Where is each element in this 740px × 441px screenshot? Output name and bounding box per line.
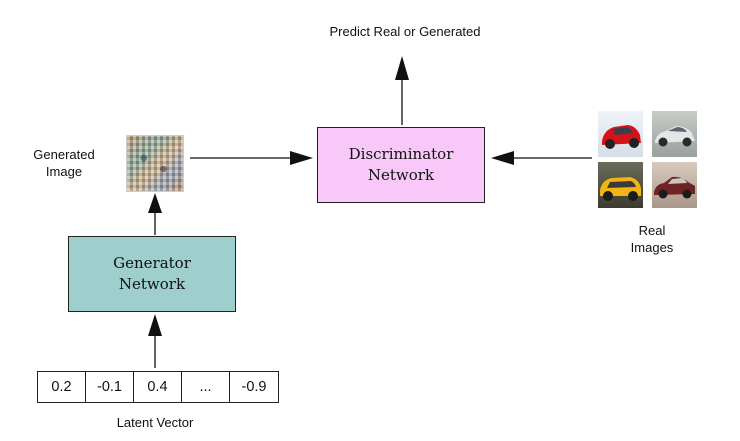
arrowhead-real-to-discriminator [491, 151, 514, 165]
real-images-label: Real Images [630, 223, 674, 255]
arrowhead-discriminator-to-output [395, 56, 409, 80]
latent-vector-cell: 0.2 [38, 372, 86, 402]
discriminator-network-box: Discriminator Network [317, 127, 485, 203]
arrowhead-image-to-discriminator [290, 151, 313, 165]
dark-red-car-icon [654, 176, 695, 199]
latent-vector: 0.2 -0.1 0.4 ... -0.9 [37, 371, 279, 403]
arrowhead-latent-to-generator [148, 314, 162, 336]
output-label: Predict Real or Generated [329, 24, 481, 39]
arrowhead-generator-to-image [148, 193, 162, 213]
generated-image-label: Generated Image [33, 147, 95, 179]
latent-vector-cell: -0.1 [86, 372, 134, 402]
real-image-yellow-car [598, 162, 643, 208]
generator-label: Generator Network [113, 254, 191, 293]
yellow-car-icon [600, 177, 641, 201]
generated-image-thumbnail [126, 135, 184, 192]
red-car-icon [602, 125, 641, 149]
latent-vector-cell: -0.9 [241, 379, 267, 395]
latent-vector-label: Latent Vector [116, 415, 194, 430]
real-image-dark-red-car [652, 162, 697, 208]
latent-vector-cell: 0.4 [134, 372, 182, 402]
discriminator-label: Discriminator Network [348, 145, 454, 184]
silver-car-icon [655, 126, 695, 147]
real-image-red-car [598, 111, 643, 157]
latent-vector-cell: ... [182, 372, 230, 402]
real-image-silver-car [652, 111, 697, 157]
generator-network-box: Generator Network [68, 236, 236, 312]
